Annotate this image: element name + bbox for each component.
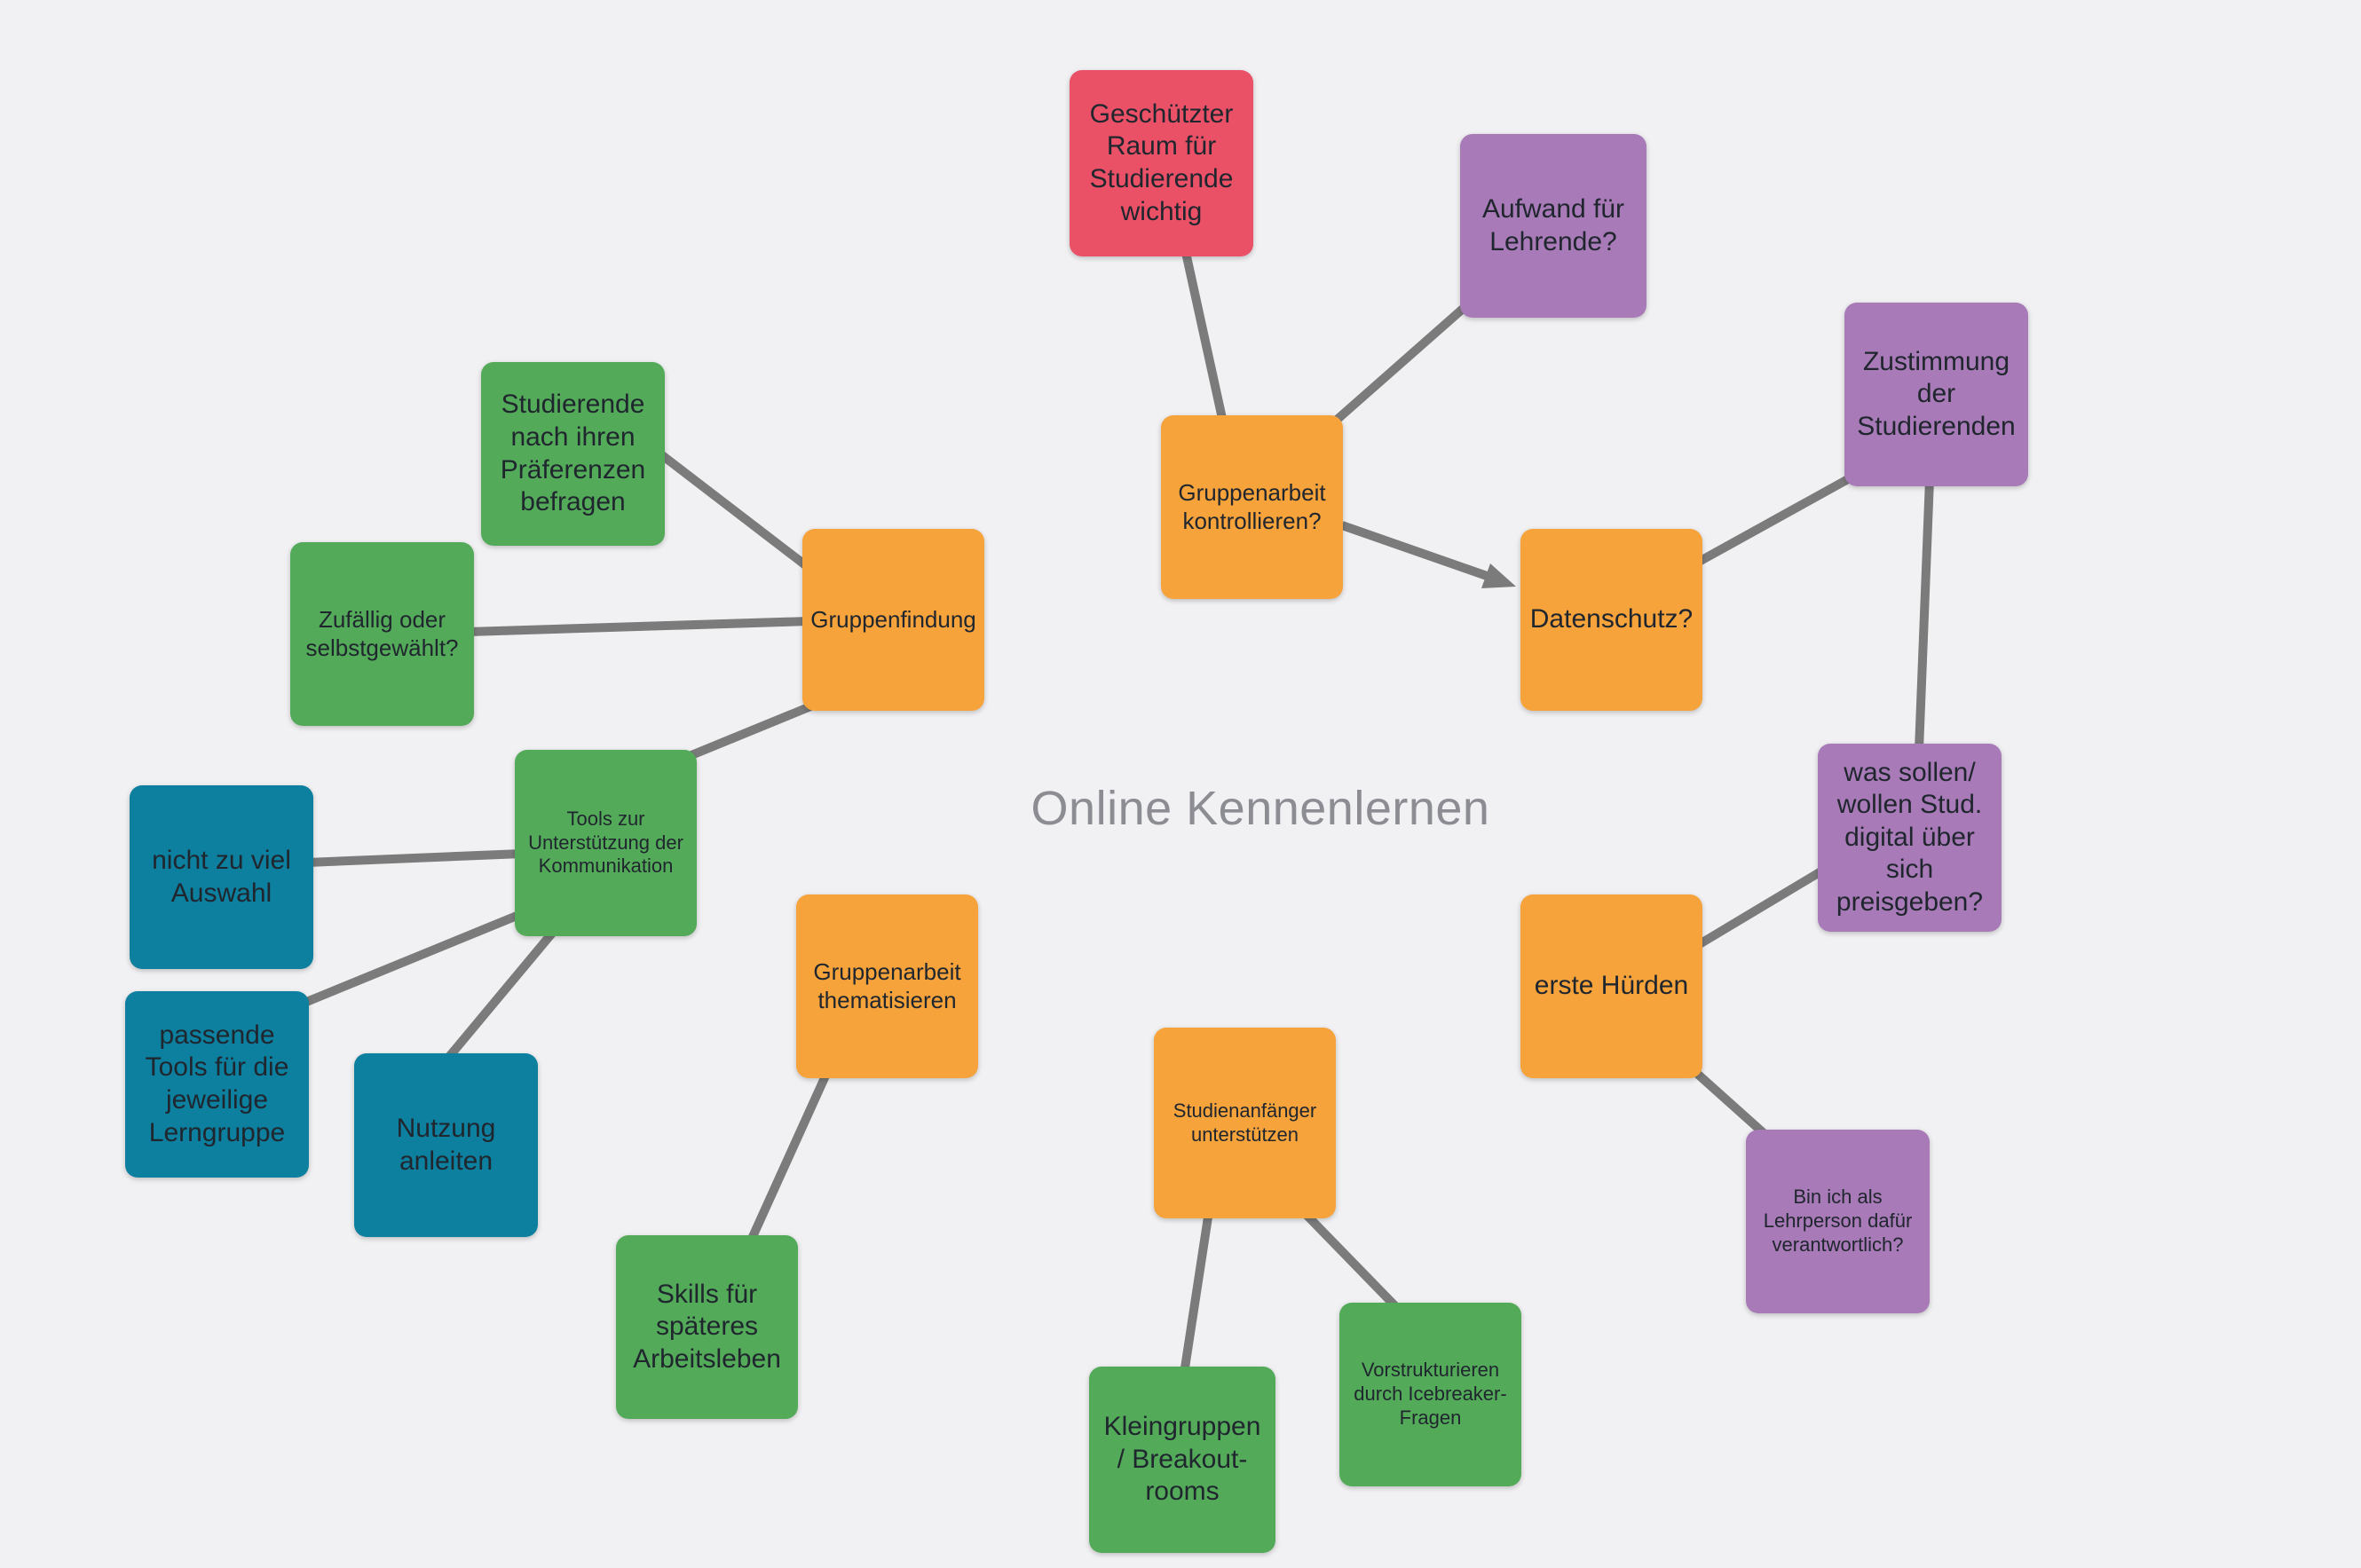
- node-label: Tools zur Unterstützung der Kommunikatio…: [528, 807, 683, 878]
- node-label: was sollen/ wollen Stud. digital über si…: [1836, 757, 1984, 917]
- node-label: Geschützter Raum für Studierende wichtig: [1089, 98, 1234, 226]
- edge-gruppenarbeit-kontrollieren-to-datenschutz: [1340, 521, 1491, 581]
- node-kleingruppen-breakout[interactable]: Kleingruppen / Breakout-rooms: [1089, 1367, 1275, 1553]
- edge-was-sollen-to-erste-huerden: [1691, 865, 1827, 952]
- node-label: Aufwand für Lehrende?: [1481, 193, 1625, 256]
- edge-zustimmung-to-was-sollen: [1915, 478, 1934, 751]
- node-label: Kleingruppen / Breakout-rooms: [1103, 1412, 1261, 1507]
- node-datenschutz[interactable]: Datenschutz?: [1520, 529, 1702, 711]
- node-was-sollen-preisgeben[interactable]: was sollen/ wollen Stud. digital über si…: [1818, 744, 2002, 932]
- node-skills-arbeitsleben[interactable]: Skills für späteres Arbeitsleben: [616, 1235, 798, 1419]
- edge-passende-tools-to-tools: [298, 908, 527, 1009]
- node-geschuetzter-raum[interactable]: Geschützter Raum für Studierende wichtig: [1070, 70, 1253, 256]
- node-label: Studierende nach ihren Präferenzen befra…: [500, 390, 646, 517]
- node-label: Studienanfänger unterstützen: [1173, 1099, 1317, 1146]
- edge-nutzung-anleiten-to-tools: [445, 926, 558, 1061]
- node-label: Gruppenfindung: [810, 605, 976, 633]
- node-label: nicht zu viel Auswahl: [152, 845, 291, 908]
- node-label: Gruppenarbeit thematisieren: [813, 957, 961, 1013]
- node-gruppenfindung[interactable]: Gruppenfindung: [802, 529, 984, 711]
- edge-thematisieren-to-skills: [746, 1069, 832, 1243]
- node-gruppenarbeit-thematisieren[interactable]: Gruppenarbeit thematisieren: [796, 894, 978, 1078]
- edge-studierende-praeferenzen-to-gruppenfindung: [655, 449, 818, 576]
- node-label: Skills für späteres Arbeitsleben: [633, 1279, 781, 1374]
- edge-studienanfaenger-to-kleingruppen: [1180, 1210, 1213, 1375]
- edge-geschuetzter-raum-to-gruppenarbeit-kontrollieren: [1180, 247, 1228, 424]
- node-label: Zufällig oder selbstgewählt?: [305, 605, 459, 661]
- node-label: Bin ich als Lehrperson dafür verantwortl…: [1763, 1186, 1913, 1256]
- edge-zustimmung-to-datenschutz: [1688, 466, 1867, 571]
- node-zustimmung-studierenden[interactable]: Zustimmung der Studierenden: [1844, 303, 2028, 486]
- edge-zufaellig-to-gruppenfindung: [468, 617, 810, 636]
- board-title: Online Kennenlernen: [1030, 782, 1490, 835]
- node-zufaellig-selbstgewaehlt[interactable]: Zufällig oder selbstgewählt?: [290, 542, 474, 726]
- node-erste-huerden[interactable]: erste Hürden: [1520, 894, 1702, 1078]
- node-label: Nutzung anleiten: [396, 1113, 496, 1176]
- node-nutzung-anleiten[interactable]: Nutzung anleiten: [354, 1053, 538, 1237]
- edge-nicht-zu-viel-to-tools: [306, 849, 523, 867]
- node-label: erste Hürden: [1534, 971, 1689, 1001]
- edge-tools-to-gruppenfindung: [675, 697, 825, 766]
- node-label: Gruppenarbeit kontrollieren?: [1178, 478, 1326, 534]
- node-studienanfaenger-unterstuetzen[interactable]: Studienanfänger unterstützen: [1154, 1028, 1336, 1218]
- node-aufwand-lehrende[interactable]: Aufwand für Lehrende?: [1460, 134, 1646, 318]
- arrowhead-datenschutz: [1481, 563, 1516, 588]
- edge-aufwand-lehrende-to-gruppenarbeit-kontrollieren: [1332, 305, 1466, 424]
- node-tools-kommunikation[interactable]: Tools zur Unterstützung der Kommunikatio…: [515, 750, 697, 936]
- node-studierende-praeferenzen[interactable]: Studierende nach ihren Präferenzen befra…: [481, 362, 665, 546]
- node-bin-ich-verantwortlich[interactable]: Bin ich als Lehrperson dafür verantwortl…: [1746, 1130, 1930, 1313]
- node-label: Vorstrukturieren durch Icebreaker-Fragen: [1354, 1359, 1507, 1429]
- node-label: Datenschutz?: [1529, 604, 1694, 634]
- node-gruppenarbeit-kontrollieren[interactable]: Gruppenarbeit kontrollieren?: [1161, 415, 1343, 599]
- node-label: passende Tools für die jeweilige Lerngru…: [145, 1020, 289, 1147]
- node-nicht-zu-viel-auswahl[interactable]: nicht zu viel Auswahl: [130, 785, 313, 969]
- node-vorstrukturieren-icebreaker[interactable]: Vorstrukturieren durch Icebreaker-Fragen: [1339, 1303, 1521, 1486]
- node-label: Zustimmung der Studierenden: [1857, 346, 2016, 441]
- node-passende-tools[interactable]: passende Tools für die jeweilige Lerngru…: [125, 991, 309, 1178]
- edge-erste-huerden-to-bin-ich: [1692, 1068, 1775, 1144]
- edge-studienanfaenger-to-vorstrukturieren: [1299, 1208, 1402, 1312]
